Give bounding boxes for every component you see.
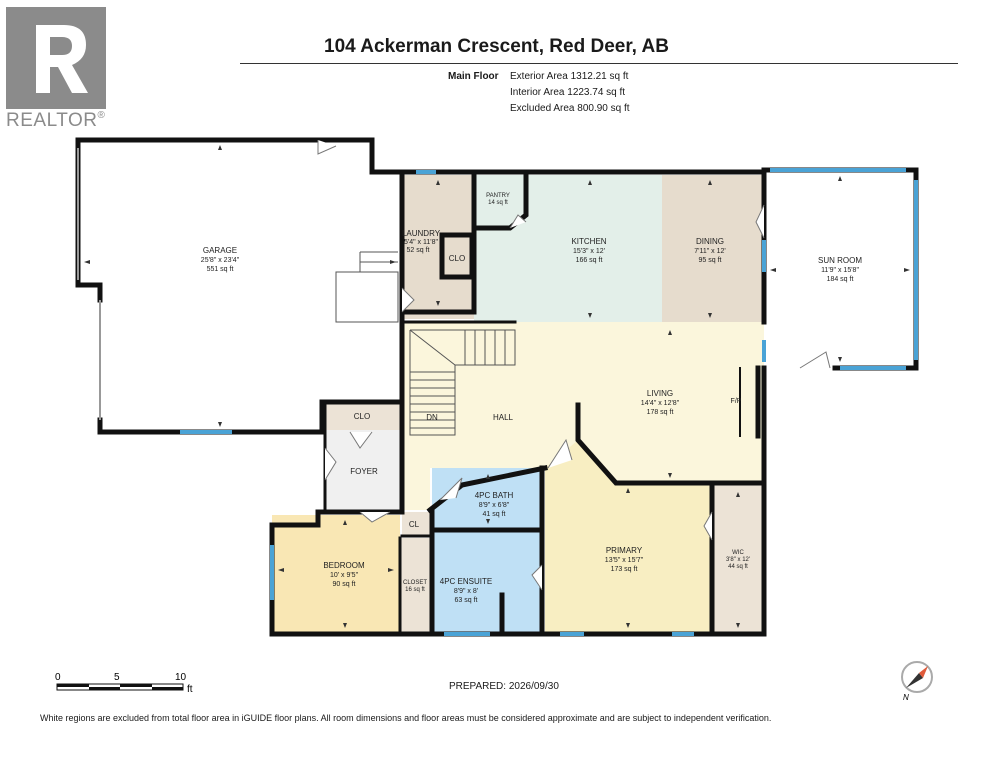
living-name: LIVING: [647, 389, 673, 398]
garage-thin-walls: [77, 148, 101, 420]
primary-dims: 13'5" x 15'7": [605, 557, 644, 564]
wic-dims: 3'8" x 12': [726, 557, 750, 563]
bath-name: 4PC BATH: [475, 491, 514, 500]
kitchen-floor: [474, 175, 662, 323]
excluded-area: Excluded Area 800.90 sq ft: [510, 103, 630, 114]
primary-floor: [545, 440, 712, 634]
kitchen-dims: 15'3" x 12': [573, 248, 605, 255]
scale-tick-0: 0: [55, 672, 61, 683]
garage-dims: 25'8" x 23'4": [201, 257, 240, 264]
floor-label: Main Floor: [448, 71, 499, 82]
closet-area: 16 sq ft: [405, 587, 425, 593]
realtor-brand-text: REALTOR: [6, 110, 98, 131]
garage-floor: [78, 140, 400, 432]
foyer-floor: [325, 430, 403, 512]
ensuite-name: 4PC ENSUITE: [440, 577, 492, 586]
closet-name: CLOSET: [403, 580, 427, 586]
living-dims: 14'4" x 12'8": [641, 400, 680, 407]
pantry-name: PANTRY: [486, 193, 510, 199]
registered-mark: ®: [97, 110, 106, 121]
bedroom-name: BEDROOM: [323, 561, 365, 570]
laundry-dims: 5'4" x 11'8": [404, 239, 438, 246]
sunroom-floor: [764, 170, 916, 368]
clo-foyer-label: CLO: [354, 412, 370, 421]
pantry-area: 14 sq ft: [488, 200, 508, 206]
garage-area: 551 sq ft: [207, 266, 234, 273]
wic-name: WIC: [732, 550, 744, 556]
foyer-label: FOYER: [350, 467, 378, 476]
wic-area: 44 sq ft: [728, 564, 748, 570]
garage-name: GARAGE: [203, 246, 237, 255]
primary-name: PRIMARY: [606, 546, 643, 555]
ensuite-area: 63 sq ft: [455, 597, 478, 604]
garage-steps: [335, 251, 399, 323]
bedroom-floor: [272, 515, 400, 634]
cl-floor: [402, 512, 430, 536]
hall-label: HALL: [493, 413, 514, 422]
interior-area: Interior Area 1223.74 sq ft: [510, 87, 626, 98]
dimension-ticks: [84, 145, 910, 628]
scale-tick-5: 5: [114, 672, 120, 683]
ensuite-floor: [432, 530, 542, 634]
sunroom-dims: 11'9" x 15'8": [821, 267, 859, 274]
bedroom-dims: 10' x 9'5": [330, 572, 359, 579]
kitchen-area: 166 sq ft: [576, 257, 603, 264]
closet-floor: [400, 538, 430, 634]
realtor-logo-icon: [6, 7, 106, 109]
bedroom-area: 90 sq ft: [333, 581, 356, 588]
dining-name: DINING: [696, 237, 724, 246]
laundry-floor: [402, 175, 474, 319]
header-rule: [240, 63, 958, 64]
wic-floor: [712, 485, 764, 634]
bath-dims: 8'9" x 6'8": [479, 502, 510, 509]
bath-area: 41 sq ft: [483, 511, 506, 518]
dining-floor: [662, 175, 764, 323]
compass-north-label: N: [903, 693, 909, 702]
compass-icon: N: [901, 661, 933, 702]
cl-label: CL: [409, 520, 420, 529]
primary-area: 173 sq ft: [611, 566, 638, 573]
staircase: [409, 329, 516, 436]
living-area: 178 sq ft: [647, 409, 674, 416]
disclaimer-text: White regions are excluded from total fl…: [40, 713, 772, 723]
prepared-date: PREPARED: 2026/09/30: [449, 681, 559, 692]
dining-area: 95 sq ft: [699, 257, 722, 264]
windows: [180, 168, 918, 636]
fireplace-label: F/P: [731, 398, 742, 405]
clo-foyer-floor: [325, 402, 403, 430]
sunroom-area: 184 sq ft: [827, 276, 854, 283]
dining-dims: 7'11" x 12': [694, 248, 726, 255]
scale-unit: ft: [187, 684, 193, 695]
kitchen-name: KITCHEN: [571, 237, 606, 246]
sunroom-name: SUN ROOM: [818, 256, 862, 265]
scale-bar: 0 5 10 ft: [55, 672, 193, 695]
stairs-down-label: DN: [426, 413, 438, 422]
laundry-name: LAUNDRY: [402, 229, 441, 238]
door-swings: [317, 140, 831, 591]
exterior-area: Exterior Area 1312.21 sq ft: [510, 71, 629, 82]
clo-laundry-label: CLO: [449, 254, 465, 263]
realtor-brand: REALTOR®: [6, 110, 105, 132]
hall-living-floor: [402, 322, 764, 510]
ensuite-dims: 8'9" x 8': [454, 588, 478, 595]
scale-tick-10: 10: [175, 672, 187, 683]
plan-title: 104 Ackerman Crescent, Red Deer, AB: [324, 36, 669, 57]
laundry-area: 52 sq ft: [407, 247, 430, 254]
